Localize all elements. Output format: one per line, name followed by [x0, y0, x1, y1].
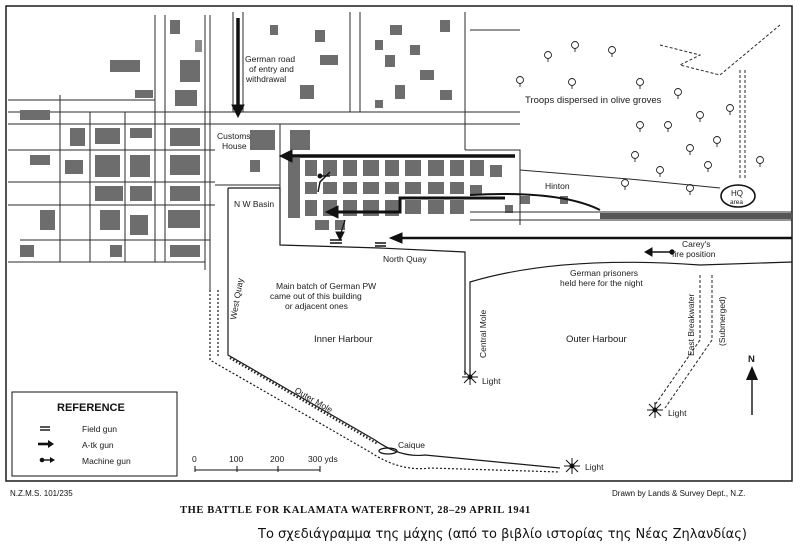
olive-tree-icon [621, 179, 629, 190]
coastline [209, 187, 793, 473]
svg-text:Main batch of German PW: Main batch of German PW [276, 281, 376, 291]
olive-tree-icon [696, 111, 704, 122]
machine-gun-icon [317, 173, 330, 179]
light-icon [647, 402, 663, 418]
olive-tree-icon [636, 121, 644, 132]
label-hinton: Hinton [545, 181, 570, 191]
label-german-road-3: withdrawal [245, 74, 286, 84]
street-grid [8, 12, 520, 290]
label-submerged: (Submerged) [717, 296, 727, 346]
svg-text:came out of this building: came out of this building [270, 291, 362, 301]
scale-tick-200: 200 [270, 454, 284, 464]
svg-text:House: House [222, 141, 247, 151]
reference-field-gun: Field gun [82, 424, 117, 434]
machine-gun-icon [39, 457, 55, 463]
field-gun-icon [40, 426, 50, 431]
label-outer-mole: Outer Mole [293, 385, 335, 415]
olive-tree-icon [516, 76, 524, 87]
olive-tree-icon [664, 121, 672, 132]
light-icon [462, 369, 478, 385]
label-inner-harbour: Inner Harbour [314, 334, 373, 345]
olive-tree-icon [686, 184, 694, 195]
atk-gun-icon [38, 440, 54, 448]
buildings-north [270, 20, 452, 108]
label-west-quay: West Quay [228, 277, 245, 321]
light-icon [564, 458, 580, 474]
svg-text:fire position: fire position [672, 249, 716, 259]
olive-tree-icon [636, 78, 644, 89]
label-german-pw-2: came out of this building [270, 291, 362, 301]
label-hq-2: area [730, 199, 743, 206]
reference-atk-gun: A-tk gun [82, 440, 114, 450]
svg-text:withdrawal: withdrawal [245, 74, 286, 84]
label-customs-1: Customs [217, 131, 251, 141]
label-german-pw-3: or adjacent ones [285, 301, 348, 311]
field-gun-icon [330, 239, 342, 244]
label-outer-harbour: Outer Harbour [566, 334, 627, 345]
label-german-road-2: of entry and [249, 64, 294, 74]
olive-tree-icon [756, 156, 764, 167]
reference-title: REFERENCE [57, 402, 125, 414]
north-arrow-icon [746, 366, 758, 380]
label-prisoners-2: held here for the night [560, 278, 643, 288]
olive-groves [516, 41, 764, 195]
svg-text:or adjacent ones: or adjacent ones [285, 301, 348, 311]
north-arrow: N [746, 354, 758, 415]
olive-tree-icon [656, 166, 664, 177]
olive-tree-icon [631, 151, 639, 162]
label-north-quay: North Quay [383, 254, 427, 264]
machine-gun-icon [643, 247, 675, 257]
map-frame [5, 5, 793, 482]
scale-tick-300: 300 yds [308, 454, 338, 464]
olive-tree-icon [544, 51, 552, 62]
buildings-west [20, 20, 310, 257]
north-arrow-label: N [748, 354, 755, 365]
olive-tree-icon [674, 88, 682, 99]
scale-tick-0: 0 [192, 454, 197, 464]
label-german-road-1: German road [245, 54, 295, 64]
label-nw-basin: N W Basin [234, 199, 274, 209]
hq-marker [720, 184, 756, 208]
svg-text:German road: German road [245, 54, 295, 64]
east-roads [465, 24, 792, 225]
label-east-breakwater: East Breakwater [686, 293, 696, 356]
svg-text:held here for the night: held here for the night [560, 278, 643, 288]
olive-tree-icon [726, 104, 734, 115]
svg-text:Carey's: Carey's [682, 239, 711, 249]
label-central-mole: Central Mole [478, 310, 488, 358]
map-title: THE BATTLE FOR KALAMATA WATERFRONT, 28–2… [180, 505, 531, 516]
footer-credit: Drawn by Lands & Survey Dept., N.Z. [612, 489, 745, 498]
olive-tree-icon [568, 78, 576, 89]
label-light-outer: Light [585, 462, 604, 472]
caption: Το σχεδιάγραμμα της μάχης (από το βιβλίο… [257, 527, 747, 542]
field-gun-icon [375, 242, 386, 247]
label-careys-2: fire position [672, 249, 716, 259]
harbour-lights [462, 369, 663, 474]
label-caique: Caique [398, 440, 425, 450]
label-troops: Troops dispersed in olive groves [525, 95, 662, 106]
svg-text:Customs: Customs [217, 131, 251, 141]
scale-tick-100: 100 [229, 454, 243, 464]
label-customs-2: House [222, 141, 247, 151]
label-light-east: Light [668, 408, 687, 418]
label-light-central: Light [482, 376, 501, 386]
reference-machine-gun: Machine gun [82, 456, 131, 466]
label-prisoners-1: German prisoners [570, 268, 638, 278]
label-hq-1: HQ [731, 189, 743, 198]
reference-legend: REFERENCE Field gun A-tk gun Machine gun [11, 391, 178, 477]
olive-tree-icon [571, 41, 579, 52]
movement-arrows [231, 18, 792, 244]
scale-bar: 0 100 200 300 yds [192, 454, 338, 472]
svg-text:of entry and: of entry and [249, 64, 294, 74]
olive-tree-icon [608, 46, 616, 57]
svg-text:German prisoners: German prisoners [570, 268, 638, 278]
olive-tree-icon [713, 136, 721, 147]
olive-tree-icon [704, 161, 712, 172]
footer-sheet-number: N.Z.M.S. 101/235 [10, 489, 73, 498]
label-careys-1: Carey's [682, 239, 711, 249]
olive-tree-icon [686, 144, 694, 155]
label-german-pw-1: Main batch of German PW [276, 281, 376, 291]
gun-symbols [317, 173, 675, 257]
